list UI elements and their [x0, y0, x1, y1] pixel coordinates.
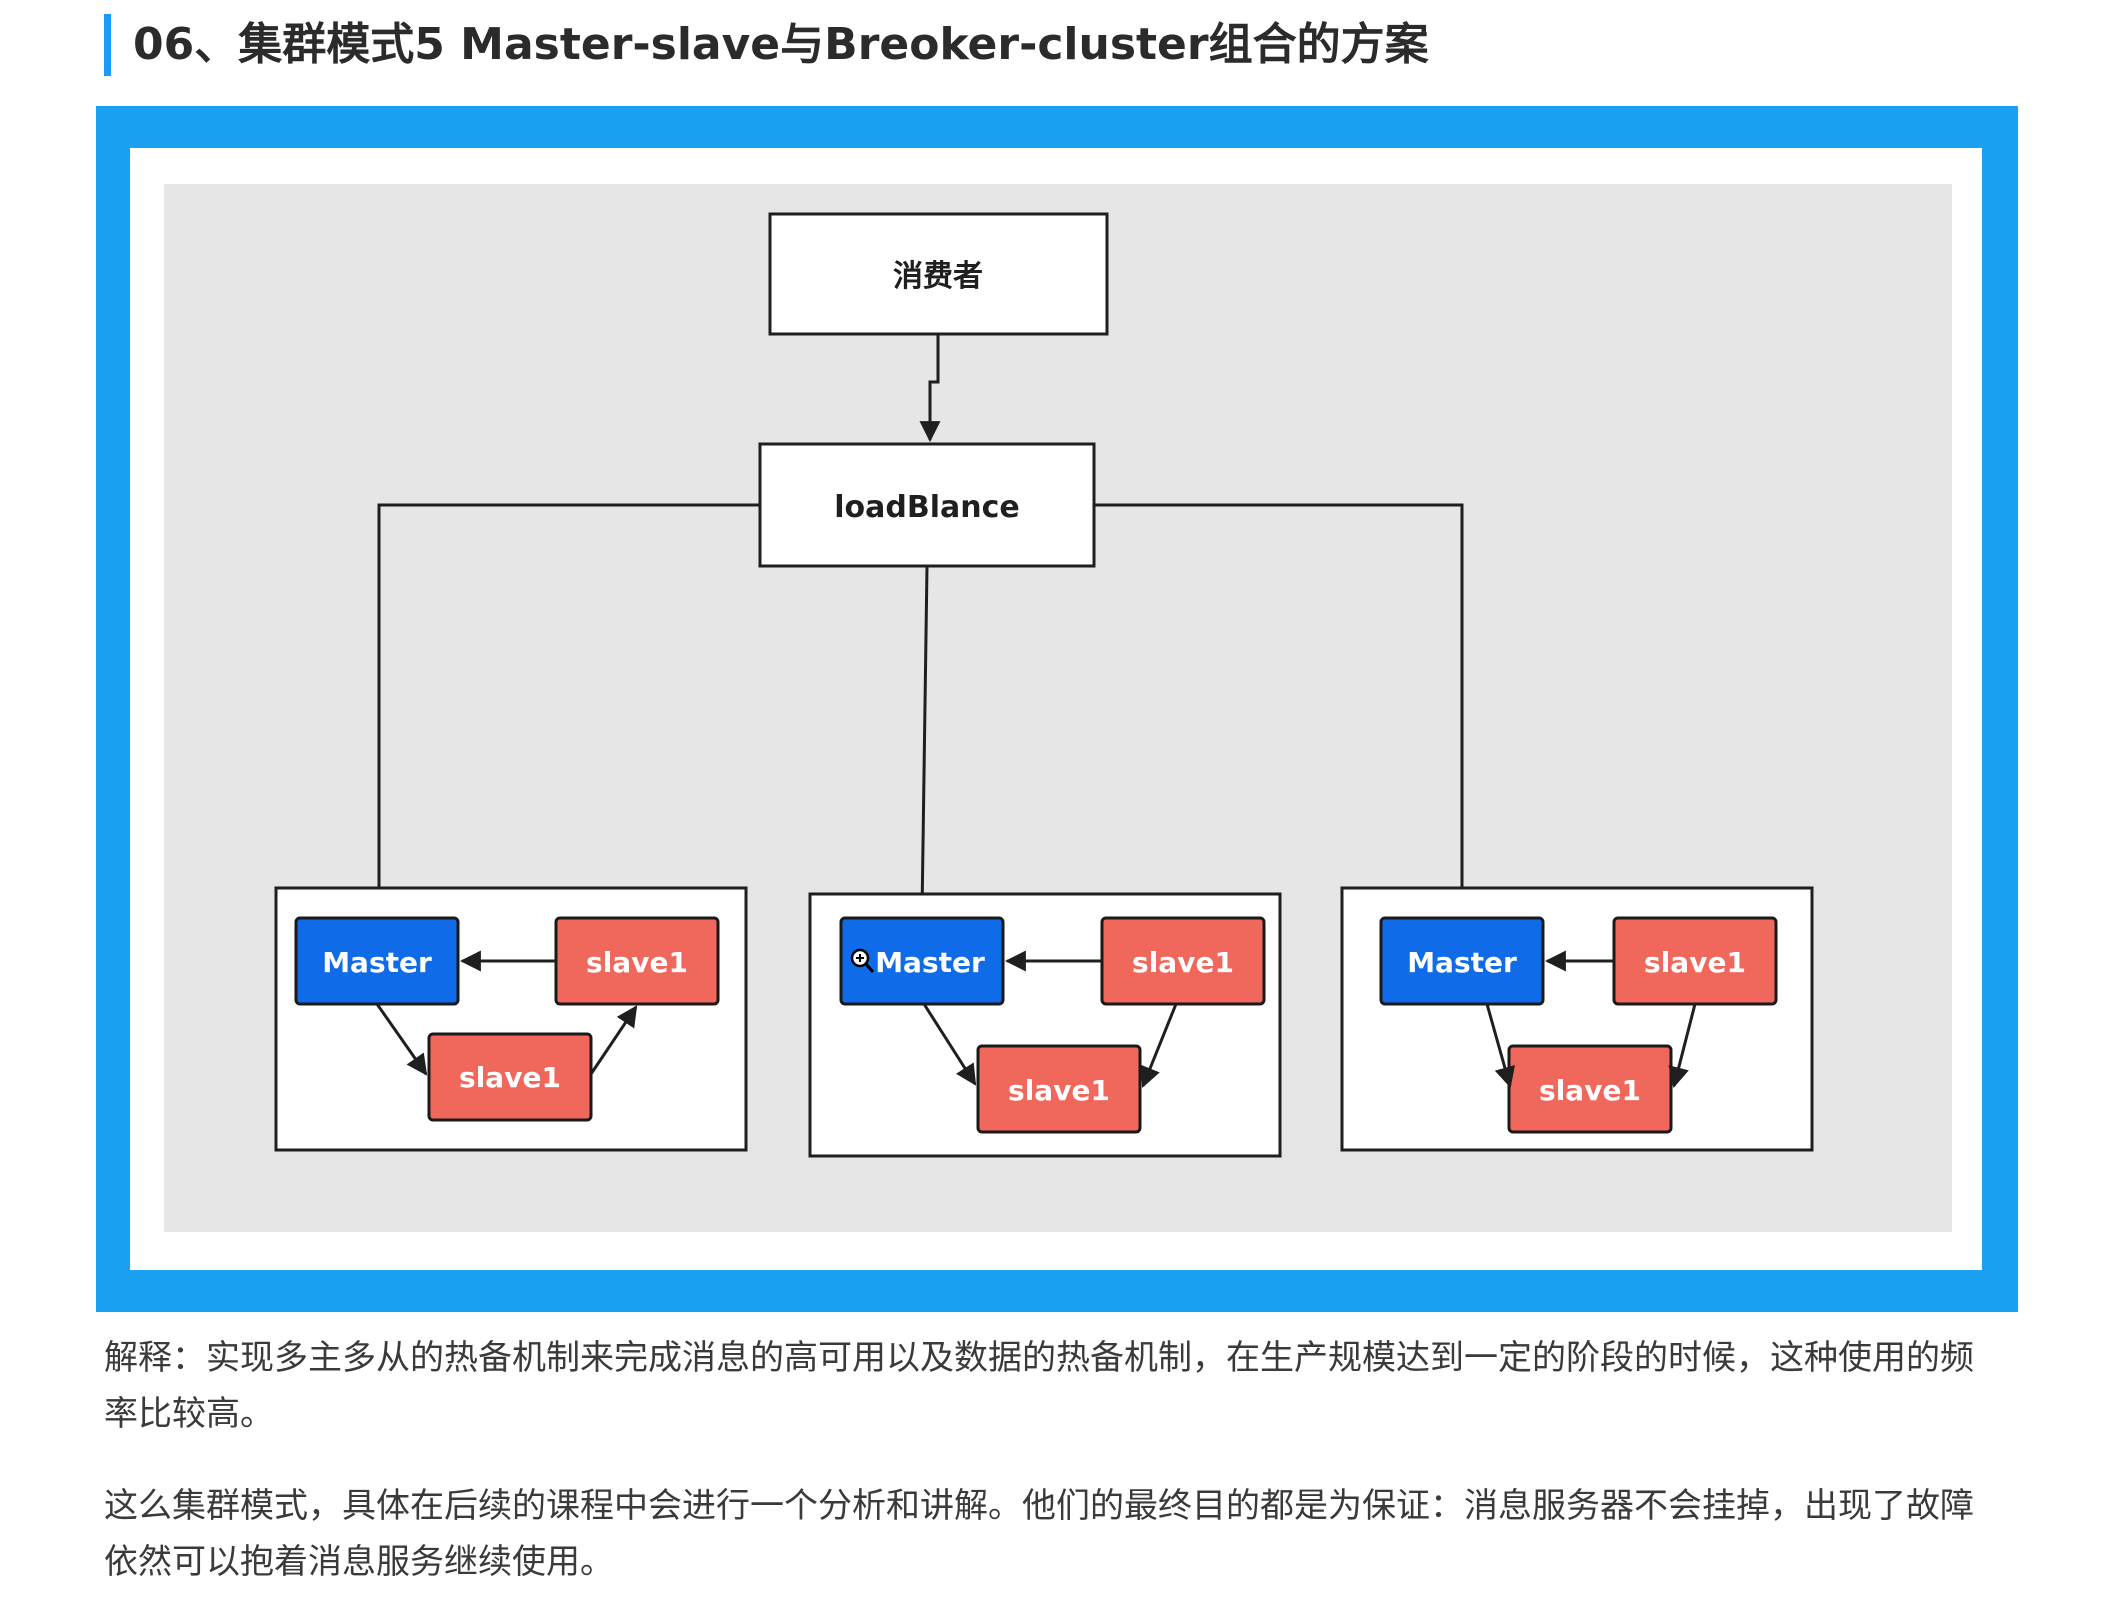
loadbalancer-to-cluster-1-arrow: [368, 503, 760, 917]
cluster-3-master-label: Master: [1407, 946, 1517, 979]
cluster-3-slave-right-label: slave1: [1644, 946, 1746, 979]
cluster-2-slave-bottom-label: slave1: [1008, 1074, 1110, 1107]
cluster-1-master-to-slave-arrow: [375, 1003, 428, 1076]
architecture-diagram: 消费者 loadBlance Master: [274, 212, 1814, 1158]
cluster-2-master-to-slave-arrow: [922, 1003, 977, 1086]
cluster-3-slave-bottom-box: [1507, 1044, 1673, 1134]
cluster-3-slave-bottom-label: slave1: [1539, 1074, 1641, 1107]
diagram-figure-frame: 消费者 loadBlance Master: [96, 106, 2018, 1312]
cluster-3-master-to-slave-arrow: [1485, 1003, 1516, 1089]
cluster-2-slave-bottom-box: [976, 1044, 1142, 1134]
page-title: 06、集群模式5 Master-slave与Breoker-cluster组合的…: [104, 14, 1429, 76]
cluster-3-master-box: [1379, 916, 1545, 1006]
cluster-1-group: Master slave1 slave1: [274, 886, 748, 1152]
loadbalancer-node: loadBlance: [758, 442, 1096, 568]
loadbalancer-label: loadBlance: [834, 490, 1020, 525]
consumer-label: 消费者: [893, 259, 983, 294]
cluster-2-master-box: [839, 916, 1005, 1006]
explanation-paragraph-2: 这么集群模式，具体在后续的课程中会进行一个分析和讲解。他们的最终目的都是为保证：…: [104, 1486, 1974, 1582]
cluster-1-slave-bottom-box: [427, 1032, 593, 1122]
cluster-3-slave-to-slave-arrow: [1668, 1003, 1697, 1089]
diagram-figure-inner: 消费者 loadBlance Master: [130, 148, 1982, 1270]
cluster-2-slave-right-label: slave1: [1132, 946, 1234, 979]
cluster-1-slave-to-slave-arrow: [589, 1005, 638, 1075]
cluster-1-slave-right-label: slave1: [586, 946, 688, 979]
consumer-node: 消费者: [768, 212, 1109, 336]
cluster-2-group: Master slave1 slave1: [808, 892, 1282, 1158]
cluster-1-slave-bottom-label: slave1: [459, 1061, 561, 1094]
diagram-canvas: 消费者 loadBlance Master: [164, 184, 1952, 1232]
loadbalancer-to-cluster-2-arrow: [911, 565, 933, 917]
cursor-icon: [850, 948, 875, 973]
cluster-2-master-label: Master: [875, 946, 985, 979]
loadbalancer-to-cluster-3-arrow: [1094, 503, 1473, 917]
explanation-paragraph-1: 解释：实现多主多从的热备机制来完成消息的高可用以及数据的热备机制，在生产规模达到…: [104, 1338, 1974, 1434]
cluster-2-slave-to-slave-arrow: [1140, 1003, 1178, 1088]
cluster-3-group: Master slave1 slave1: [1340, 886, 1814, 1152]
consumer-to-loadbalancer-arrow: [919, 334, 941, 443]
cluster-1-master-label: Master: [322, 946, 432, 979]
